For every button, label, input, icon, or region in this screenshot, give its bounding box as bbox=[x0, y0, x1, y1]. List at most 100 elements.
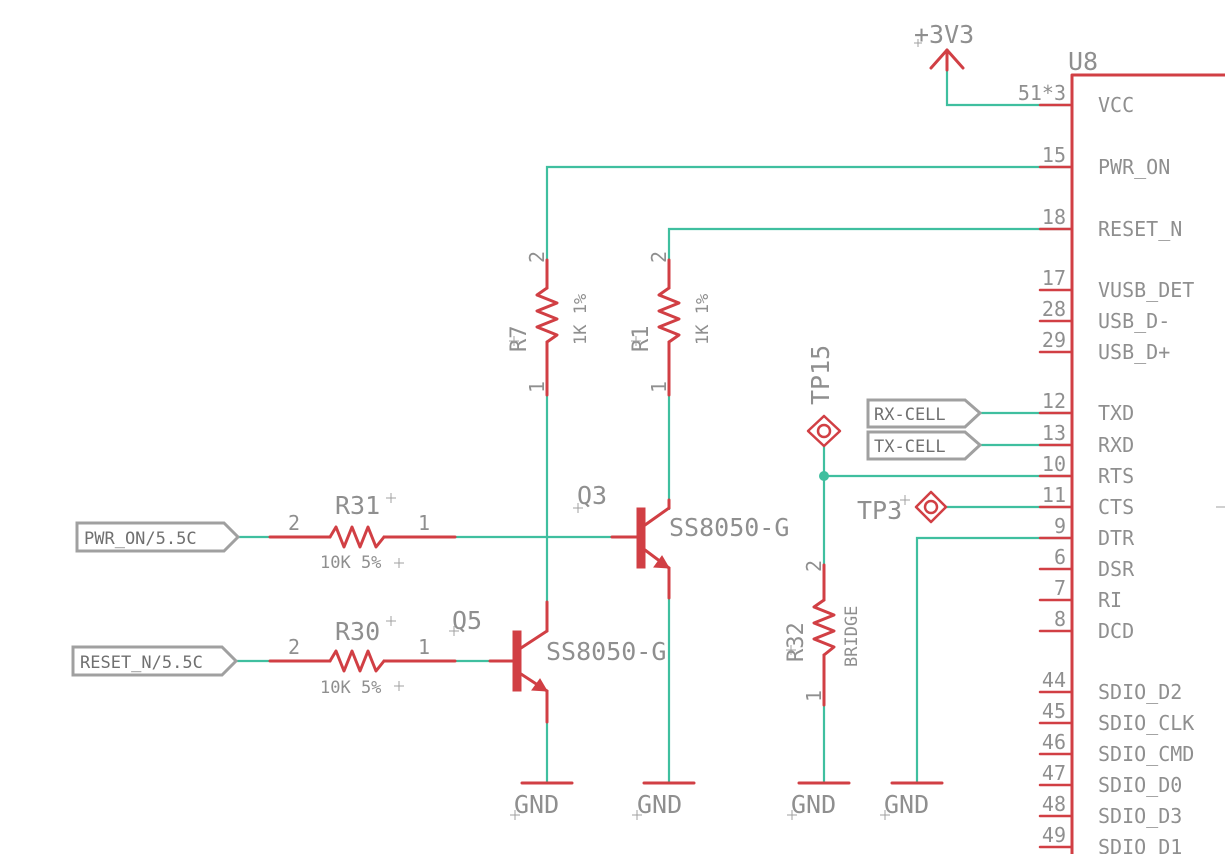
origin-crosses bbox=[386, 336, 1225, 820]
testpoint-tp3: TP3 bbox=[857, 490, 948, 525]
ic-pin-number: 49 bbox=[1042, 823, 1066, 847]
r30-pin2: 2 bbox=[288, 635, 300, 659]
resistor-r7: R7 1K 1% 2 1 bbox=[507, 251, 591, 397]
resistor-r1: R1 1K 1% 2 1 bbox=[629, 251, 713, 397]
wire-dtr bbox=[915, 536, 1070, 783]
ground-symbol-3: GND bbox=[791, 781, 851, 819]
net-label-tx-cell: TX-CELL bbox=[866, 430, 983, 461]
q5-ref: Q5 bbox=[452, 606, 482, 635]
r32-pin2: 2 bbox=[802, 560, 826, 572]
r31-value: 10K 5% bbox=[320, 553, 381, 573]
r30-value: 10K 5% bbox=[320, 678, 381, 698]
ground-symbol-2: GND bbox=[637, 781, 696, 819]
q3-value: SS8050-G bbox=[669, 513, 789, 542]
power-symbol-3v3: +3V3 bbox=[914, 20, 974, 72]
r7-ref: R7 bbox=[507, 326, 532, 353]
ic-pin-name: RXD bbox=[1098, 433, 1134, 457]
svg-text:GND: GND bbox=[637, 790, 682, 819]
r1-value: 1K 1% bbox=[693, 294, 713, 345]
svg-text:GND: GND bbox=[791, 790, 836, 819]
ic-pin-name: USB_D+ bbox=[1098, 340, 1170, 364]
testpoint-tp15: TP15 bbox=[806, 345, 842, 448]
r7-pin1: 1 bbox=[525, 381, 549, 393]
ground-symbol-4: GND bbox=[884, 781, 944, 819]
ic-pin-number: 46 bbox=[1042, 730, 1066, 754]
q3-ref: Q3 bbox=[577, 481, 607, 510]
ic-pin-number: 51*3 bbox=[1018, 81, 1066, 105]
wire-pwr-on bbox=[545, 165, 1070, 260]
ic-pin-name: SDIO_CLK bbox=[1098, 711, 1194, 735]
net-label-pwr-on: PWR_ON/5.5C bbox=[75, 521, 241, 553]
resistor-r32: R32 BRIDGE 2 1 bbox=[784, 560, 862, 707]
wire-vcc bbox=[945, 68, 1070, 107]
ic-pin-name: USB_D- bbox=[1098, 309, 1170, 333]
tp3-ref: TP3 bbox=[857, 496, 902, 525]
r30-ref: R30 bbox=[335, 617, 380, 646]
ic-pin-number: 11 bbox=[1042, 483, 1066, 507]
ic-pin-name: SDIO_D3 bbox=[1098, 804, 1182, 828]
ic-pin-name: RI bbox=[1098, 588, 1122, 612]
svg-text:RESET_N/5.5C: RESET_N/5.5C bbox=[80, 653, 203, 673]
ic-pin-number: 12 bbox=[1042, 389, 1066, 413]
power-label: +3V3 bbox=[914, 20, 974, 49]
ic-pin-number: 28 bbox=[1042, 297, 1066, 321]
r7-value: 1K 1% bbox=[571, 294, 591, 345]
ic-pin-name: VCC bbox=[1098, 93, 1134, 117]
svg-text:TX-CELL: TX-CELL bbox=[874, 437, 946, 457]
wire-reset-n bbox=[667, 227, 1070, 260]
ic-pin-number: 10 bbox=[1042, 452, 1066, 476]
r31-pin1: 1 bbox=[418, 511, 430, 535]
transistor-q5: Q5 SS8050-G bbox=[452, 600, 666, 724]
resistor-r31: R31 10K 5% 2 1 bbox=[268, 491, 457, 573]
transistor-q3: Q3 SS8050-G bbox=[577, 481, 789, 600]
net-label-rx-cell: RX-CELL bbox=[866, 398, 983, 429]
r7-pin2: 2 bbox=[525, 251, 549, 263]
r30-pin1: 1 bbox=[418, 635, 430, 659]
r1-pin2: 2 bbox=[647, 251, 671, 263]
ic-pin-name: SDIO_CMD bbox=[1098, 742, 1194, 766]
ic-pin-name: VUSB_DET bbox=[1098, 278, 1194, 302]
tp15-ref: TP15 bbox=[806, 345, 835, 405]
ic-pin-name: RTS bbox=[1098, 464, 1134, 488]
junction-dot bbox=[819, 471, 829, 481]
ic-pin-number: 17 bbox=[1042, 266, 1066, 290]
ic-ref: U8 bbox=[1068, 47, 1098, 76]
r1-pin1: 1 bbox=[647, 381, 671, 393]
ic-pin-number: 29 bbox=[1042, 328, 1066, 352]
r31-pin2: 2 bbox=[288, 511, 300, 535]
ic-pin-number: 44 bbox=[1042, 668, 1066, 692]
svg-text:GND: GND bbox=[514, 790, 559, 819]
ic-pin-number: 15 bbox=[1042, 143, 1066, 167]
q5-value: SS8050-G bbox=[546, 637, 666, 666]
svg-text:RX-CELL: RX-CELL bbox=[874, 405, 946, 425]
wires bbox=[236, 68, 1070, 783]
r1-ref: R1 bbox=[629, 326, 654, 353]
ic-pin-number: 8 bbox=[1054, 607, 1066, 631]
ic-pin-name: DSR bbox=[1098, 557, 1135, 581]
ic-pin-name: DCD bbox=[1098, 619, 1134, 643]
svg-text:GND: GND bbox=[884, 790, 929, 819]
ic-pin-name: TXD bbox=[1098, 401, 1134, 425]
ic-pin-name: SDIO_D0 bbox=[1098, 773, 1182, 797]
r32-ref: R32 bbox=[784, 622, 809, 662]
r32-pin1: 1 bbox=[802, 690, 826, 702]
ic-pin-number: 45 bbox=[1042, 699, 1066, 723]
ic-pin-number: 6 bbox=[1054, 545, 1066, 569]
